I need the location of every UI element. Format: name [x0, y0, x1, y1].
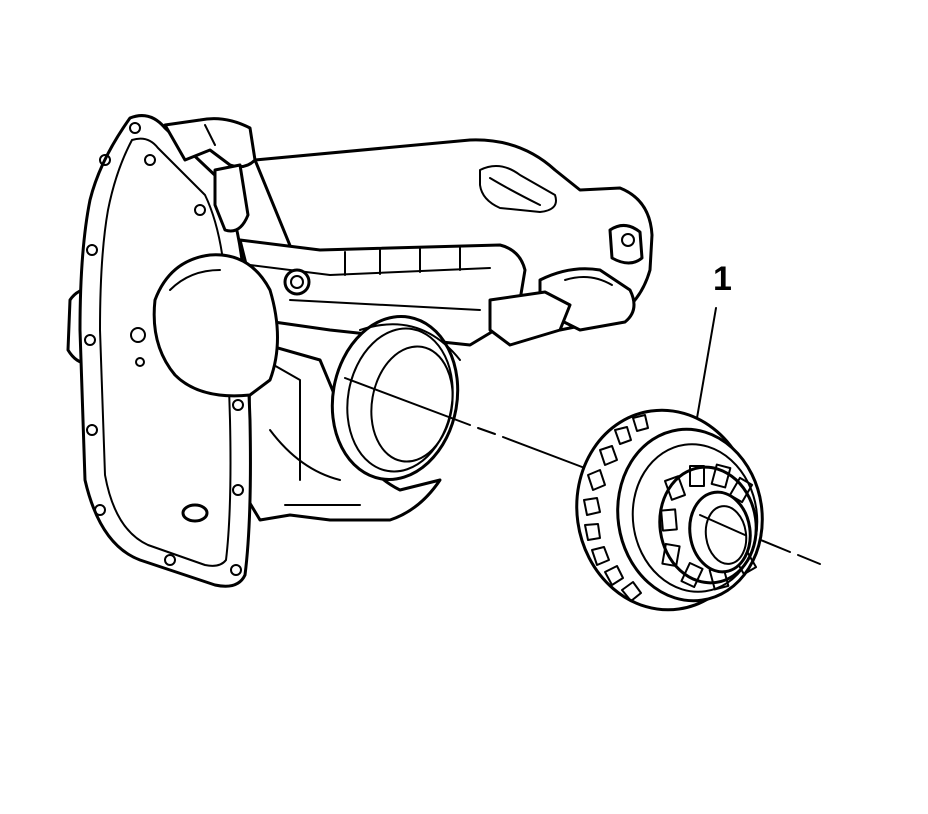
callout-label-1: 1 [713, 260, 732, 298]
differential-housing [66, 114, 654, 588]
bearing-gear-part [575, 408, 764, 612]
callout-leader-line [696, 307, 717, 419]
